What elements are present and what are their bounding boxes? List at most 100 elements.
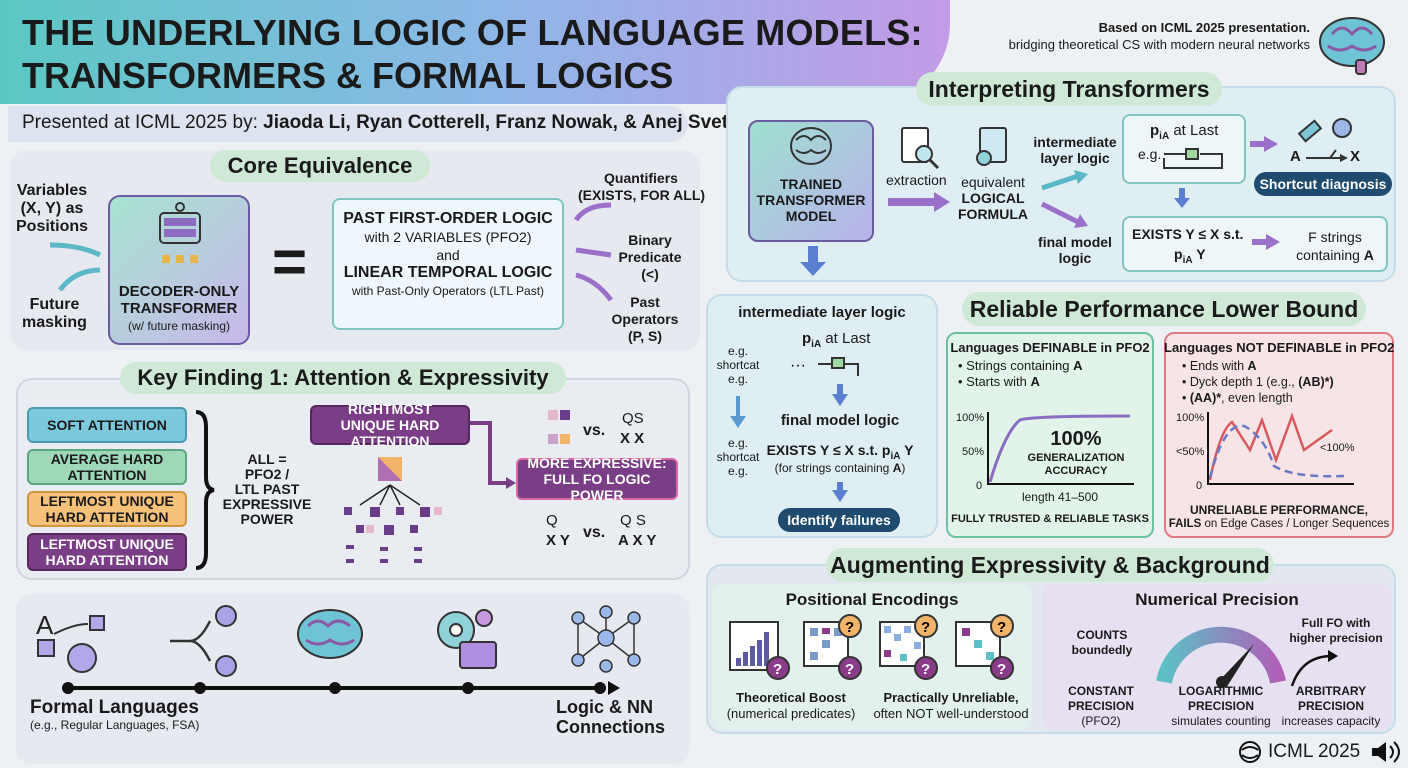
vs-1: vs. [583,422,606,439]
precision-up-arrow [1290,650,1338,687]
key-finding-title: Key Finding 1: Attention & Expressivity [120,362,566,394]
footer-conf: ICML 2025 [1268,741,1361,762]
a-label: A [1290,148,1301,165]
core-title: Core Equivalence [210,150,430,182]
svg-text:?: ? [921,661,930,678]
theoretical-boost: Theoretical Boost(numerical predicates) [726,690,856,721]
document-search-icon [901,127,940,170]
network-icon [571,605,641,673]
split-arrows [1040,170,1088,228]
brain-icon [297,609,363,659]
fsa-icon: A [36,610,105,673]
rightmost-box: RIGHTMOST UNIQUE HARD ATTENTION [310,401,470,449]
accuracy-pct: 100% [1050,428,1102,450]
lt100-label: <100% [1320,442,1355,454]
bridging: bridging theoretical CS with modern neur… [1008,37,1310,52]
definable-title: Languages DEFINABLE in PFO2 [950,340,1150,355]
identify-failures-badge: Identify failures [778,508,900,532]
timeline-line [62,681,620,695]
svg-text:?: ? [845,619,854,636]
svg-text:A: A [36,610,54,640]
average-hard-box: AVERAGE HARD ATTENTION [27,449,187,485]
ill-down-arrow-1 [832,384,848,406]
q-label: Q [546,512,558,529]
pe-grid-4: ?? [955,614,1014,680]
presenters: Presented at ICML 2025 by: Jiaoda Li, Ry… [22,112,739,133]
extraction-label: extraction [886,172,947,188]
speaker-icon[interactable] [1370,740,1400,764]
interpreting-title: Interpreting Transformers [916,72,1222,106]
pia-y: piA Y [1174,246,1206,266]
def-y50: 50% [962,446,985,458]
model-brain-icon [790,127,832,165]
brain-header-icon [1319,17,1385,75]
arrows-to-decoder [49,242,102,292]
xy-label: X Y [546,532,570,549]
pen-gear-icon [1297,118,1352,143]
leftmost-box-2: LEFTMOST UNIQUE HARD ATTENTION [27,533,187,571]
title-line-2: TRANSFORMERS & FORMAL LOGICS [22,55,674,96]
down-arrow-model [800,246,826,276]
ill-loop-icon: ··· [790,357,859,376]
ill-exists: EXISTS Y ≤ X s.t. piA Y [766,442,914,462]
pattern-a [548,410,570,444]
eg-label: e.g. [1138,146,1162,162]
def-y100: 100% [956,412,985,424]
definable-panel [946,332,1154,538]
title-line-1: THE UNDERLYING LOGIC OF LANGUAGE MODELS: [22,12,923,53]
definable-curve [987,412,1134,485]
branch-icon [170,605,237,677]
positional-title: Positional Encodings [785,590,959,609]
augmenting-title: Augmenting Expressivity & Background [826,548,1274,582]
attention-tree-diagram [344,457,442,563]
exists-formula: EXISTS Y ≤ X s.t. [1132,226,1244,242]
equals-sign: = [272,228,308,295]
svg-text:?: ? [921,619,930,636]
svg-text:···: ··· [790,357,806,374]
loop-diagram-icon [1163,148,1223,169]
length-label: length 41–500 [1021,490,1099,504]
pe-grid-1: ? [729,621,790,680]
non-definable-curves [1207,412,1354,485]
non-definable-title: Languages NOT DEFINABLE in PFO2 [1164,340,1395,355]
gear-folder-icon [437,609,497,669]
non-definable-items: • Ends with A• Dyck depth 1 (e.g., (AB)*… [1182,359,1334,405]
shortcut-diagnosis-badge: Shortcut diagnosis [1254,172,1392,196]
right-arrow-shortcut [1250,136,1278,152]
arrows-to-logic [573,202,613,302]
leftmost-box-1: LEFTMOST UNIQUE HARD ATTENTION [27,491,187,527]
quantifiers-label: Quantifiers(EXISTS, FOR ALL) [578,170,706,203]
fails-label: FAILS on Edge Cases / Longer Sequences [1168,518,1390,530]
pia-at-last: piA at Last [1150,122,1219,142]
soft-attention-box: SOFT ATTENTION [27,407,187,443]
svg-text:?: ? [997,661,1006,678]
presenters-bar [8,106,688,142]
formal-languages-sub: (e.g., Regular Languages, FSA) [30,718,200,732]
vs-2: vs. [583,524,606,541]
svg-text:?: ? [997,619,1006,636]
axy-label: A X Y [618,532,657,549]
formula-doc-icon [976,127,1007,166]
svg-text:?: ? [845,661,854,678]
based-on: Based on ICML 2025 presentation. [1098,20,1310,35]
nd-y100: 100% [1176,412,1205,424]
formal-languages-label: Formal Languages [30,697,199,718]
nd-y0: 0 [1196,480,1203,492]
more-expressive-box: MORE EXPRESSIVE:FULL FO LOGIC POWER [516,455,678,503]
right-arrow-strings [1252,234,1280,250]
extraction-arrow [888,192,950,212]
qs2-label: Q S [620,512,646,529]
